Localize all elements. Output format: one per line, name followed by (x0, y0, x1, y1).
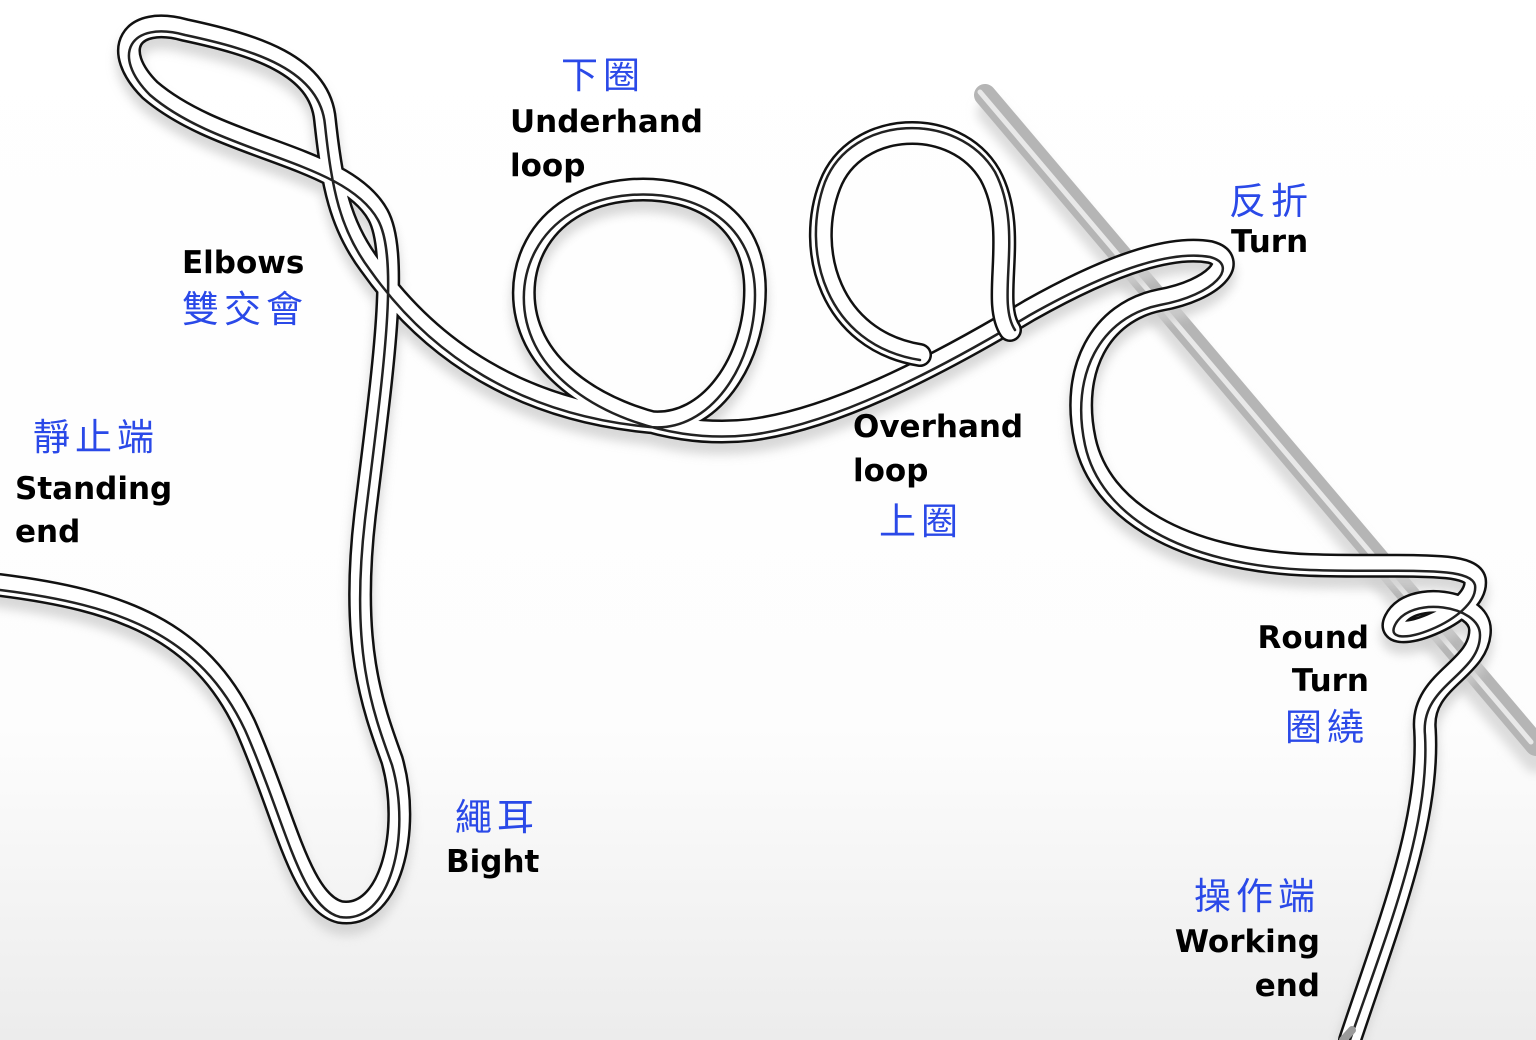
underhand-loop-label-zh: 下圈 (561, 54, 645, 97)
elbows-label-zh: 雙交會 (182, 288, 308, 331)
working-end-label-en-line1: Working (1174, 924, 1320, 960)
overhand-loop-stripe (814, 127, 1017, 362)
overhand-loop-label-en-line2: loop (853, 453, 929, 489)
overhand-loop-body (811, 123, 1020, 365)
elbows-label-en: Elbows (182, 245, 305, 281)
overhand-loop-label-zh: 上圈 (879, 500, 963, 543)
underhand-loop-label-en-line2: loop (510, 148, 586, 184)
working-end-label-zh: 操作端 (1194, 875, 1320, 918)
round-turn-label-zh: 圈繞 (1285, 706, 1369, 749)
rope-stripe (0, 30, 1482, 1040)
turn-label-zh: 反折 (1229, 180, 1313, 223)
round-turn-label-en-line2: Turn (1291, 663, 1369, 699)
standing-end-label-en-line1: Standing (15, 471, 173, 507)
underhand-loop-label-en-line1: Underhand (510, 104, 703, 140)
turn-label-en: Turn (1231, 224, 1309, 260)
round-turn-label-en-line1: Round (1257, 620, 1370, 656)
bight-label-zh: 繩耳 (455, 796, 539, 839)
working-end-label-en-line2: end (1254, 968, 1320, 1004)
standing-end-label-zh: 靜止端 (33, 416, 159, 459)
overhand-loop-label-en-line1: Overhand (853, 409, 1024, 445)
rope-aglet (1339, 1026, 1356, 1040)
standing-end-label-en-line2: end (15, 514, 81, 550)
bight-label-en: Bight (446, 844, 540, 880)
